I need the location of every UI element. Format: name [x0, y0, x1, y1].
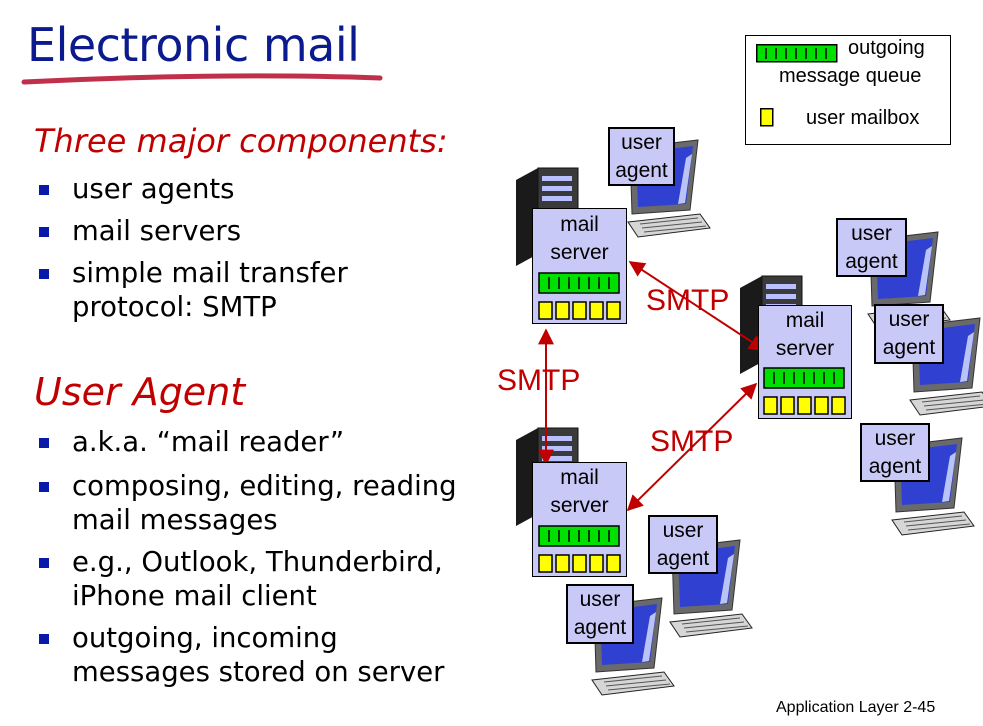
- mail-server-bottom-label-2: server: [550, 494, 609, 517]
- section-heading-user-agent: User Agent: [34, 370, 246, 414]
- user-agent-bottom-1-label-2: agent: [656, 547, 710, 570]
- mailbox-legend-icon: [760, 108, 774, 127]
- outgoing-queue-icon: [538, 525, 620, 547]
- user-agent-bottom-1: user agent: [648, 515, 718, 574]
- mailbox-icons: [763, 396, 846, 415]
- queue-legend-icon: [756, 44, 838, 63]
- slide-footer: Application Layer 2-45: [776, 699, 936, 716]
- user-agent-top-label-2: agent: [615, 159, 668, 182]
- user-agent-top-label-1: user: [621, 131, 662, 154]
- title-underline: [21, 73, 383, 85]
- outgoing-queue-icon: [538, 272, 620, 294]
- mail-server-top-queues: [538, 272, 621, 320]
- section-heading-components: Three major components:: [34, 122, 448, 160]
- mailbox-icons: [538, 301, 621, 320]
- user-agent-bottom-2-label-2: agent: [573, 616, 627, 639]
- user-agent-right-1: user agent: [836, 218, 907, 277]
- components-list: user agents mail servers simple mail tra…: [34, 172, 454, 324]
- user-agent-bottom-2: user agent: [566, 584, 634, 644]
- mail-server-right-label-2: server: [775, 337, 835, 360]
- diagram-legend: outgoing message queue user mailbox: [745, 35, 951, 145]
- bullet-mail-servers: mail servers: [34, 214, 454, 248]
- mail-server-right-queues: [763, 367, 846, 415]
- mail-server-bottom-queues: [538, 525, 621, 573]
- slide-title: Electronic mail: [27, 18, 360, 72]
- legend-queue-label-2: message queue: [779, 65, 922, 87]
- user-agent-bottom-2-label-1: user: [579, 588, 621, 611]
- user-agent-right-3-label-2: agent: [868, 455, 922, 478]
- mail-server-right-label-1: mail: [785, 309, 825, 332]
- user-agent-right-1-label-1: user: [851, 222, 892, 245]
- user-agent-right-2: user agent: [874, 304, 944, 364]
- user-agent-bottom-1-label-1: user: [662, 519, 704, 542]
- smtp-arrow-bottom-right: [626, 382, 758, 512]
- mail-server-bottom-label-1: mail: [560, 466, 599, 489]
- legend-queue-label-1: outgoing: [848, 37, 925, 59]
- user-agent-right-3: user agent: [860, 423, 930, 482]
- user-agent-right-2-label-1: user: [888, 308, 930, 331]
- bullet-composing: composing, editing, reading mail message…: [34, 469, 472, 537]
- mail-server-top-label-1: mail: [560, 213, 599, 236]
- bullet-stored-on-server: outgoing, incoming messages stored on se…: [34, 621, 472, 689]
- mailbox-icons: [538, 554, 621, 573]
- bullet-examples: e.g., Outlook, Thunderbird, iPhone mail …: [34, 545, 472, 613]
- bullet-smtp: simple mail transfer protocol: SMTP: [34, 256, 402, 324]
- user-agent-right-3-label-1: user: [874, 427, 916, 450]
- outgoing-queue-icon: [763, 367, 845, 389]
- user-agent-top: user agent: [608, 127, 675, 186]
- user-agent-right-1-label-2: agent: [845, 250, 898, 273]
- smtp-label-top: SMTP: [646, 284, 730, 317]
- mail-server-top-label-2: server: [550, 241, 609, 264]
- user-agent-list: a.k.a. “mail reader” composing, editing,…: [34, 425, 474, 689]
- user-agent-right-2-label-2: agent: [882, 336, 936, 359]
- smtp-label-bottom: SMTP: [650, 425, 734, 458]
- legend-mailbox-label: user mailbox: [806, 107, 920, 129]
- smtp-label-left: SMTP: [497, 364, 581, 397]
- bullet-mail-reader: a.k.a. “mail reader”: [34, 425, 474, 459]
- bullet-user-agents: user agents: [34, 172, 454, 206]
- smtp-arrow-top-right: [628, 261, 766, 351]
